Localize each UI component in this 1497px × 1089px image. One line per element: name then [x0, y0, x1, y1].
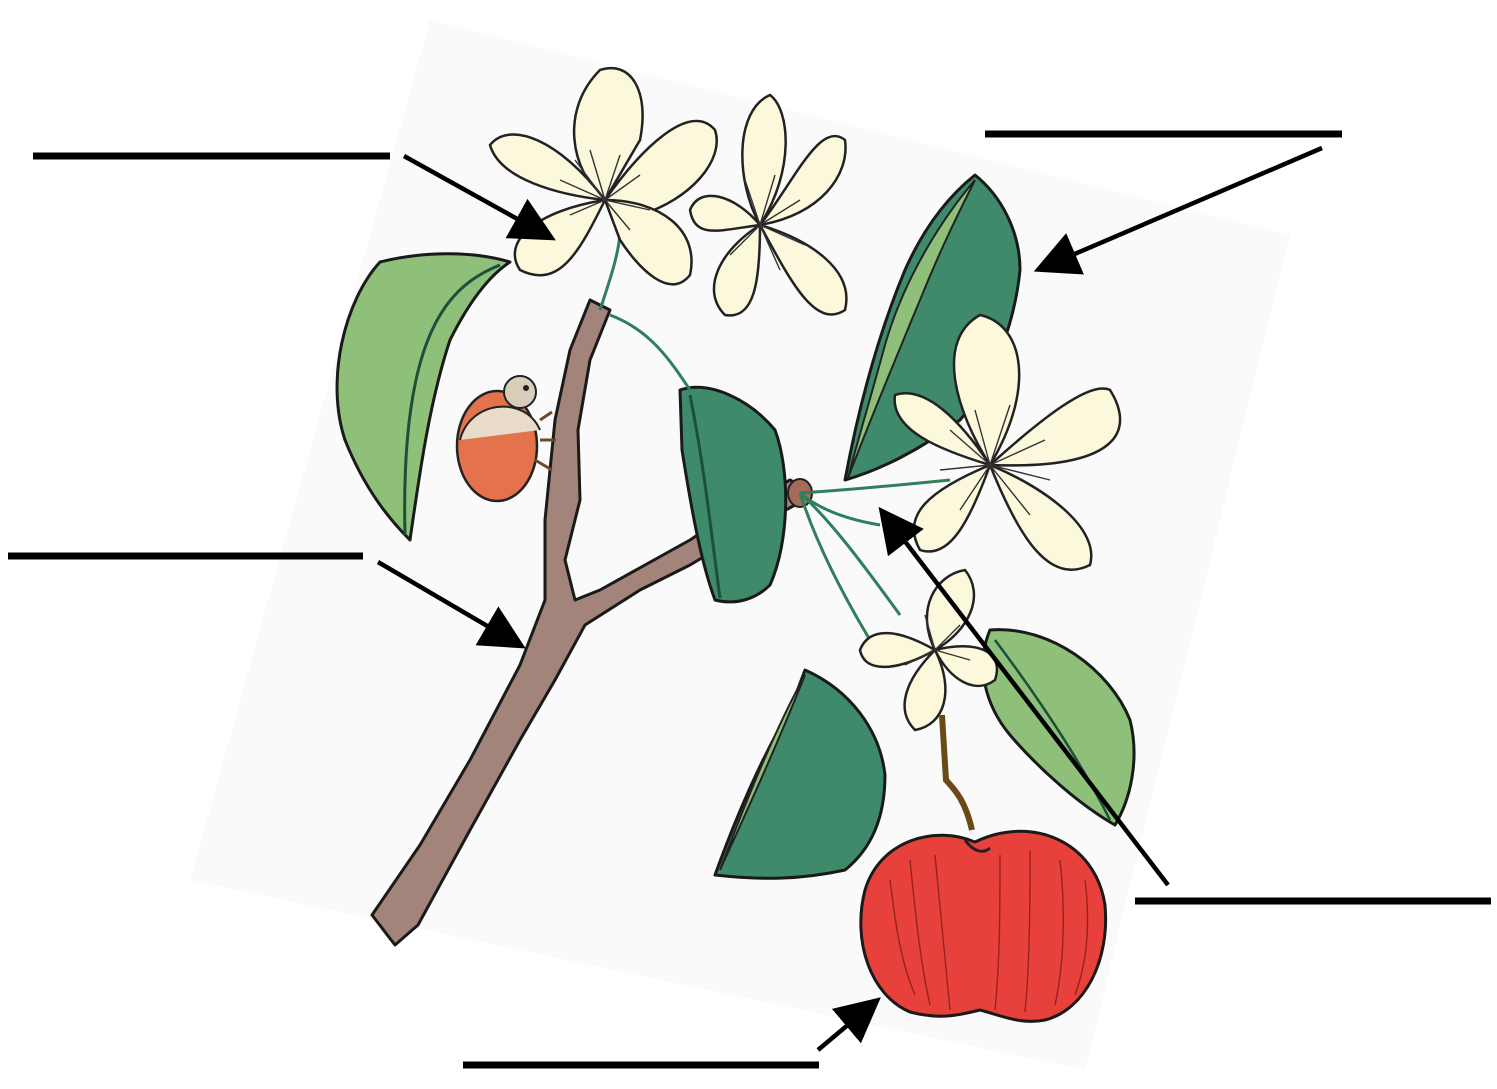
plant-diagram — [0, 0, 1497, 1089]
